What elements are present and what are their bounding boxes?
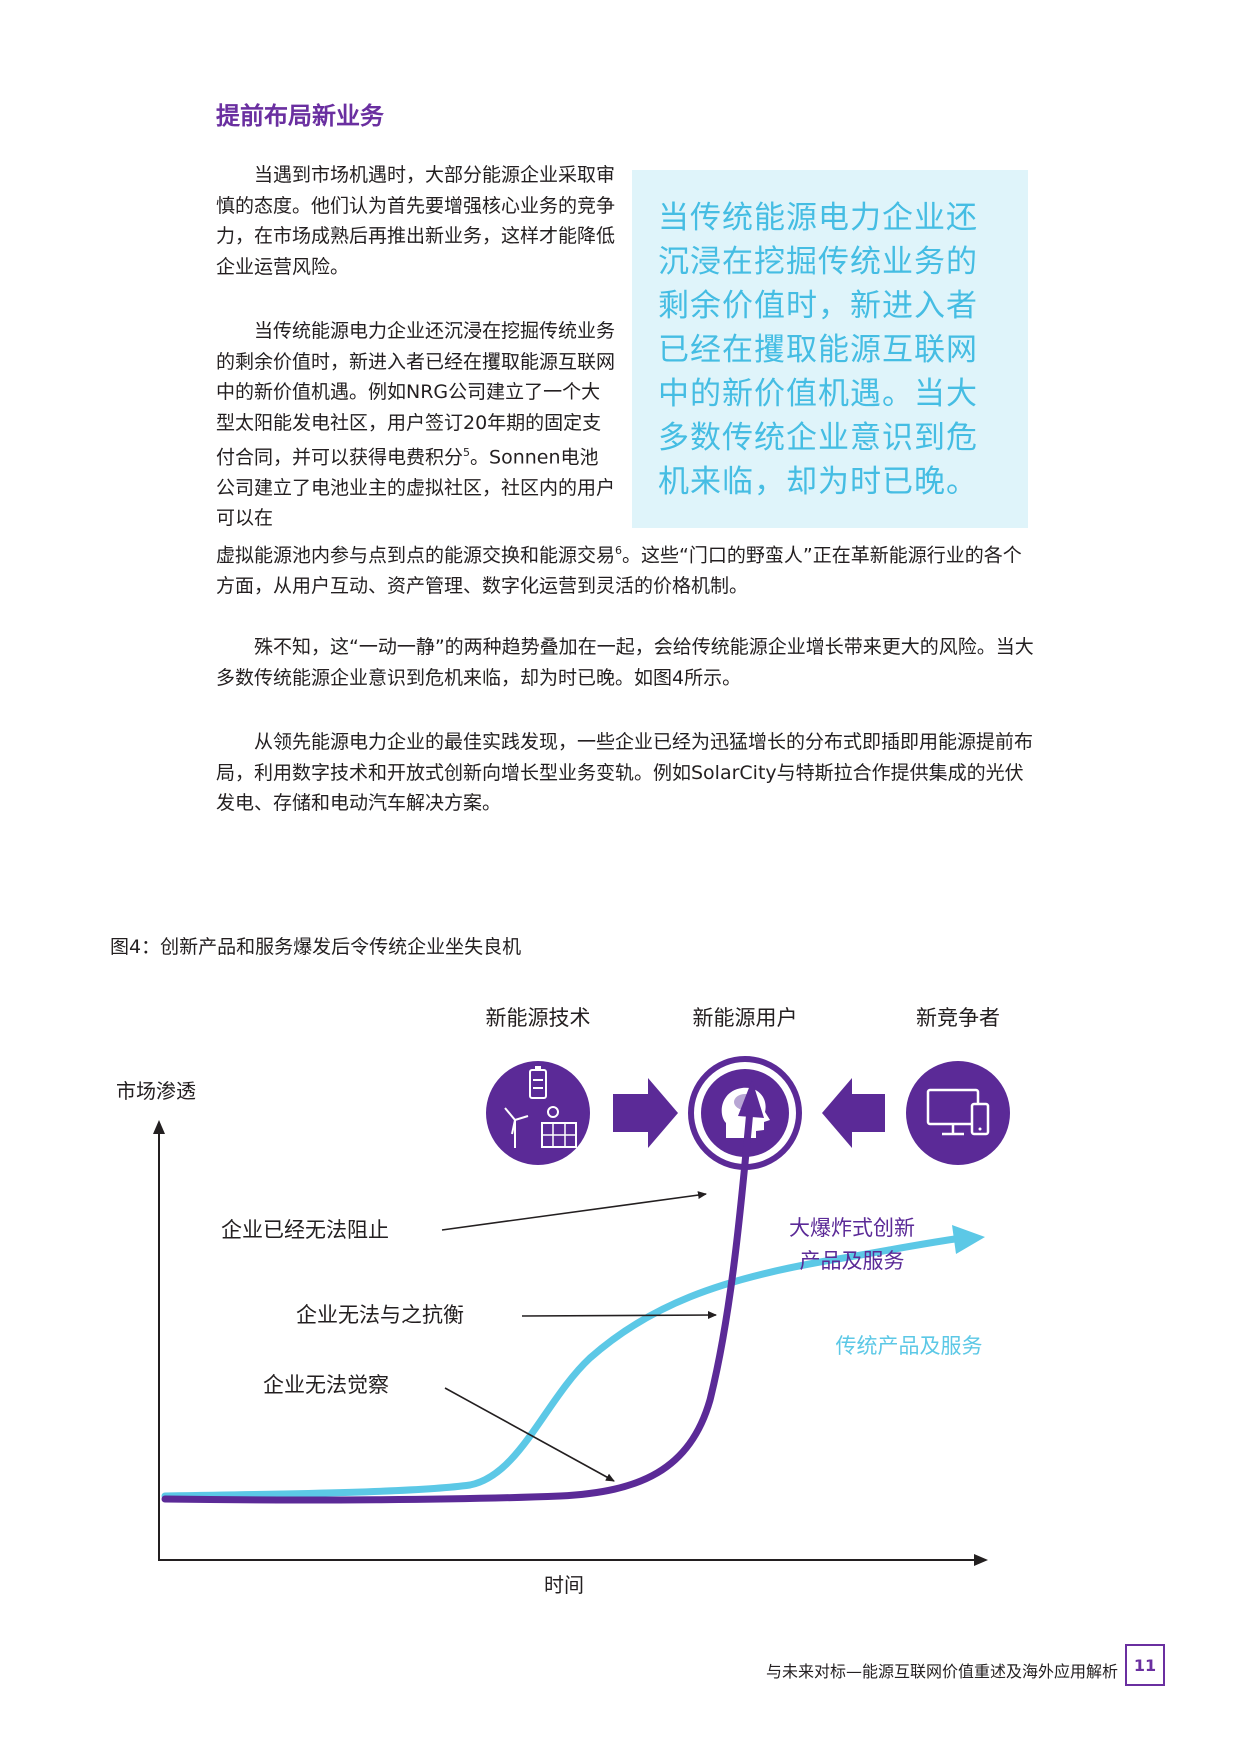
- paragraph-2-part-b: 。Sonnen电池公司建立了电池业主的虚拟社区，社区内的用户可以在: [216, 446, 616, 530]
- market-penetration-diagram: 新能源技术 新能源用户 新竞争者 市场渗透: [116, 1006, 1010, 1597]
- left-arrow-icon: [822, 1078, 885, 1148]
- footnote-ref-5: 5: [463, 446, 471, 459]
- right-arrow-icon: [613, 1078, 678, 1148]
- pull-quote-box: 当传统能源电力企业还沉浸在挖掘传统业务的剩余价值时，新进入者已经在攫取能源互联网…: [632, 170, 1028, 528]
- section-heading: 提前布局新业务: [216, 102, 384, 130]
- annotation-cannot-stop: 企业已经无法阻止: [221, 1218, 389, 1242]
- pointer-cannot-perceive: [444, 1387, 615, 1482]
- paragraph-2-part-d: 。这些“门口的野蛮人”正在革新能源行业的各个方面，从用户互动、资产管理、数字化运…: [216, 544, 1022, 597]
- paragraph-3: 殊不知，这“一动一静”的两种趋势叠加在一起，会给传统能源企业增长带来更大的风险。…: [216, 636, 1034, 689]
- paragraph-2-part-a: 当传统能源电力企业还沉浸在挖掘传统业务的剩余价值时，新进入者已经在攫取能源互联网…: [216, 320, 616, 469]
- page-number: 11: [1125, 1644, 1165, 1686]
- y-axis-label: 市场渗透: [116, 1079, 196, 1103]
- pull-quote-text: 当传统能源电力企业还沉浸在挖掘传统业务的剩余价值时，新进入者已经在攫取能源互联网…: [658, 200, 978, 500]
- competitor-label: 新竞争者: [916, 1006, 1000, 1030]
- paragraph-2-continued: 虚拟能源池内参与点到点的能源交换和能源交易6。这些“门口的野蛮人”正在革新能源行…: [216, 536, 1036, 601]
- paragraph-2-part-c: 虚拟能源池内参与点到点的能源交换和能源交易: [216, 544, 616, 567]
- footer-title: 与未来对标—能源互联网价值重述及海外应用解析: [765, 1662, 1118, 1681]
- explosive-curve-arrowhead: [738, 1080, 764, 1118]
- annotation-cannot-compete: 企业无法与之抗衡: [296, 1303, 464, 1327]
- paragraph-1: 当遇到市场机遇时，大部分能源企业采取审慎的态度。他们认为首先要增强核心业务的竞争…: [216, 164, 616, 278]
- figure-caption: 图4：创新产品和服务爆发后令传统企业坐失良机: [110, 936, 522, 958]
- annotation-cannot-perceive: 企业无法觉察: [263, 1373, 389, 1397]
- y-axis-arrowhead: [153, 1120, 165, 1134]
- paragraph-4: 从领先能源电力企业的最佳实践发现，一些企业已经为迅猛增长的分布式即插即用能源提前…: [216, 731, 1034, 814]
- traditional-label: 传统产品及服务: [836, 1334, 983, 1358]
- explosive-label-line1: 大爆炸式创新: [789, 1216, 915, 1240]
- tech-label: 新能源技术: [486, 1006, 591, 1030]
- traditional-products-curve: [161, 1235, 959, 1500]
- devices-icon: [906, 1061, 1010, 1165]
- footnote-ref-6: 6: [615, 544, 623, 557]
- explosive-innovation-curve: [161, 1106, 754, 1504]
- traditional-curve-arrowhead: [952, 1225, 985, 1254]
- pointer-cannot-stop: [441, 1191, 707, 1231]
- paragraph-2: 当传统能源电力企业还沉浸在挖掘传统业务的剩余价值时，新进入者已经在攫取能源互联网…: [216, 316, 616, 534]
- explosive-label-line2: 产品及服务: [800, 1249, 905, 1273]
- x-axis-arrowhead: [974, 1554, 988, 1566]
- pointer-cannot-compete: [521, 1311, 717, 1320]
- user-label: 新能源用户: [693, 1006, 798, 1030]
- x-axis-label: 时间: [544, 1573, 584, 1597]
- energy-tech-icon: [486, 1061, 590, 1165]
